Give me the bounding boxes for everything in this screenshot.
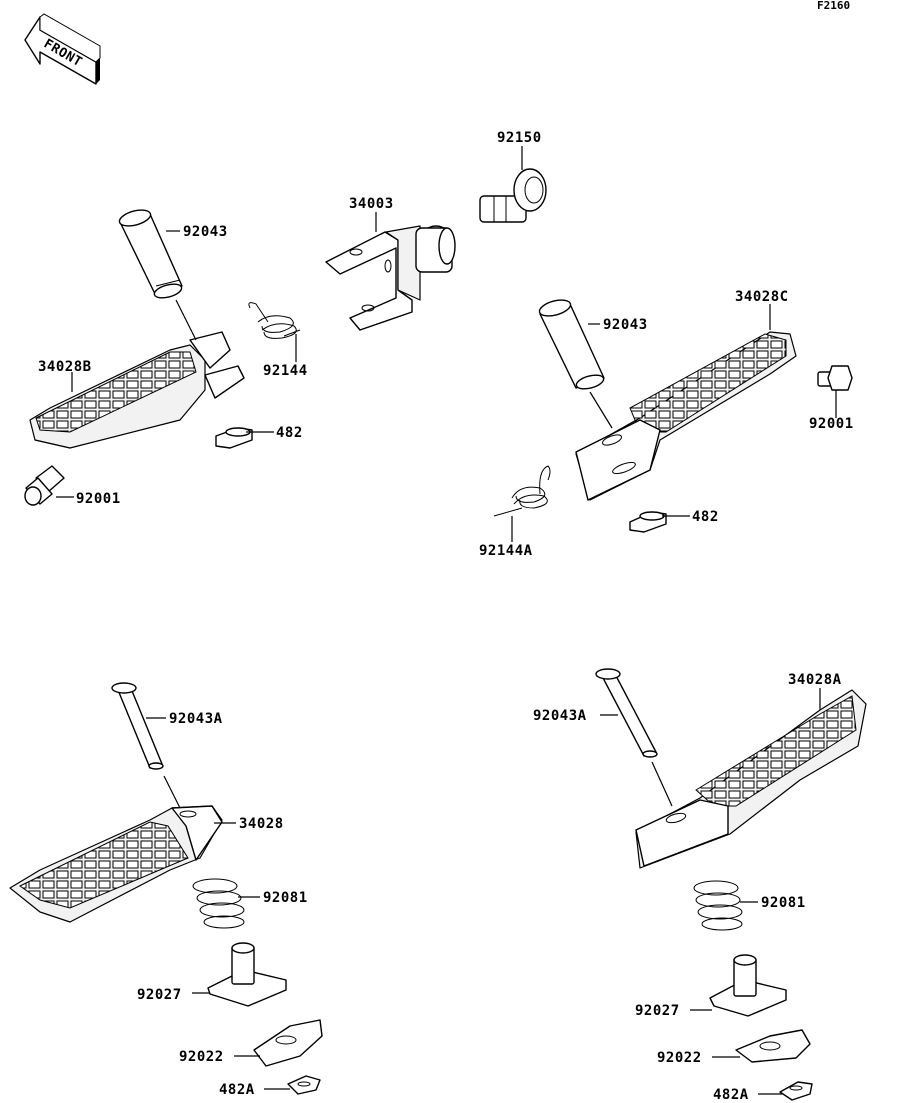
footpeg-34028B <box>29 331 245 449</box>
callout-482-c: 482 <box>692 509 719 525</box>
spring-92081-e <box>693 880 743 931</box>
callout-92150: 92150 <box>497 130 542 146</box>
clip-482A-d <box>287 1075 321 1095</box>
spring-92144A <box>493 465 551 517</box>
callout-92081-e: 92081 <box>761 895 806 911</box>
spring-92081-d <box>192 878 245 929</box>
lever-92022-d <box>253 1019 323 1067</box>
callout-34028: 34028 <box>239 816 284 832</box>
callout-92144: 92144 <box>263 363 308 379</box>
footpeg-34028A <box>635 689 867 869</box>
bracket-92027-e <box>709 954 787 1017</box>
bolt-92001-c <box>817 365 853 391</box>
footpeg-34028 <box>9 805 223 923</box>
callout-92001-c: 92001 <box>809 416 854 432</box>
pin-92043A-e <box>595 668 658 758</box>
callout-34003: 34003 <box>349 196 394 212</box>
bolt-92001-a <box>24 465 65 506</box>
spring-92144 <box>248 302 301 339</box>
callout-482-a: 482 <box>276 425 303 441</box>
bracket-92027-d <box>207 942 287 1007</box>
callout-92043-a: 92043 <box>183 224 228 240</box>
group-front-left: 92043A 34028 92081 92027 92022 482A <box>9 682 323 1098</box>
lever-92022-e <box>735 1029 811 1063</box>
callout-34028B: 34028B <box>38 359 92 375</box>
group-rear-left: 92043 34028B 92001 92144 482 <box>24 209 308 507</box>
callout-92043A-e: 92043A <box>533 708 587 724</box>
callout-482A-d: 482A <box>219 1082 255 1098</box>
callout-92022-d: 92022 <box>179 1049 224 1065</box>
clip-482-a <box>215 427 253 449</box>
pin-92043-c <box>538 299 605 390</box>
group-bracket: 34003 92150 <box>325 130 547 331</box>
callout-482A-e: 482A <box>713 1087 749 1103</box>
bracket-34003 <box>325 225 456 331</box>
callout-92027-e: 92027 <box>635 1003 680 1019</box>
group-front-right: 92043A 34028A 92081 92027 92022 482A <box>533 668 867 1103</box>
callout-92001-a: 92001 <box>76 491 121 507</box>
callout-34028A: 34028A <box>788 672 842 688</box>
group-rear-right: 92043 34028C 92001 92144A 482 <box>479 289 854 559</box>
clip-482-c <box>629 511 667 533</box>
callout-92043A-d: 92043A <box>169 711 223 727</box>
callout-92022-e: 92022 <box>657 1050 702 1066</box>
bolt-92150 <box>479 168 547 223</box>
footpeg-34028C <box>575 331 797 501</box>
callout-92081-d: 92081 <box>263 890 308 906</box>
callout-92144A: 92144A <box>479 543 533 559</box>
callout-34028C: 34028C <box>735 289 789 305</box>
callout-92027-d: 92027 <box>137 987 182 1003</box>
pin-92043-a <box>118 209 183 299</box>
clip-482A-e <box>779 1081 813 1101</box>
front-arrow-icon: FRONT <box>24 13 101 85</box>
callout-92043-c: 92043 <box>603 317 648 333</box>
diagram-code: F2160 <box>817 0 850 12</box>
pin-92043A-d <box>111 682 164 770</box>
